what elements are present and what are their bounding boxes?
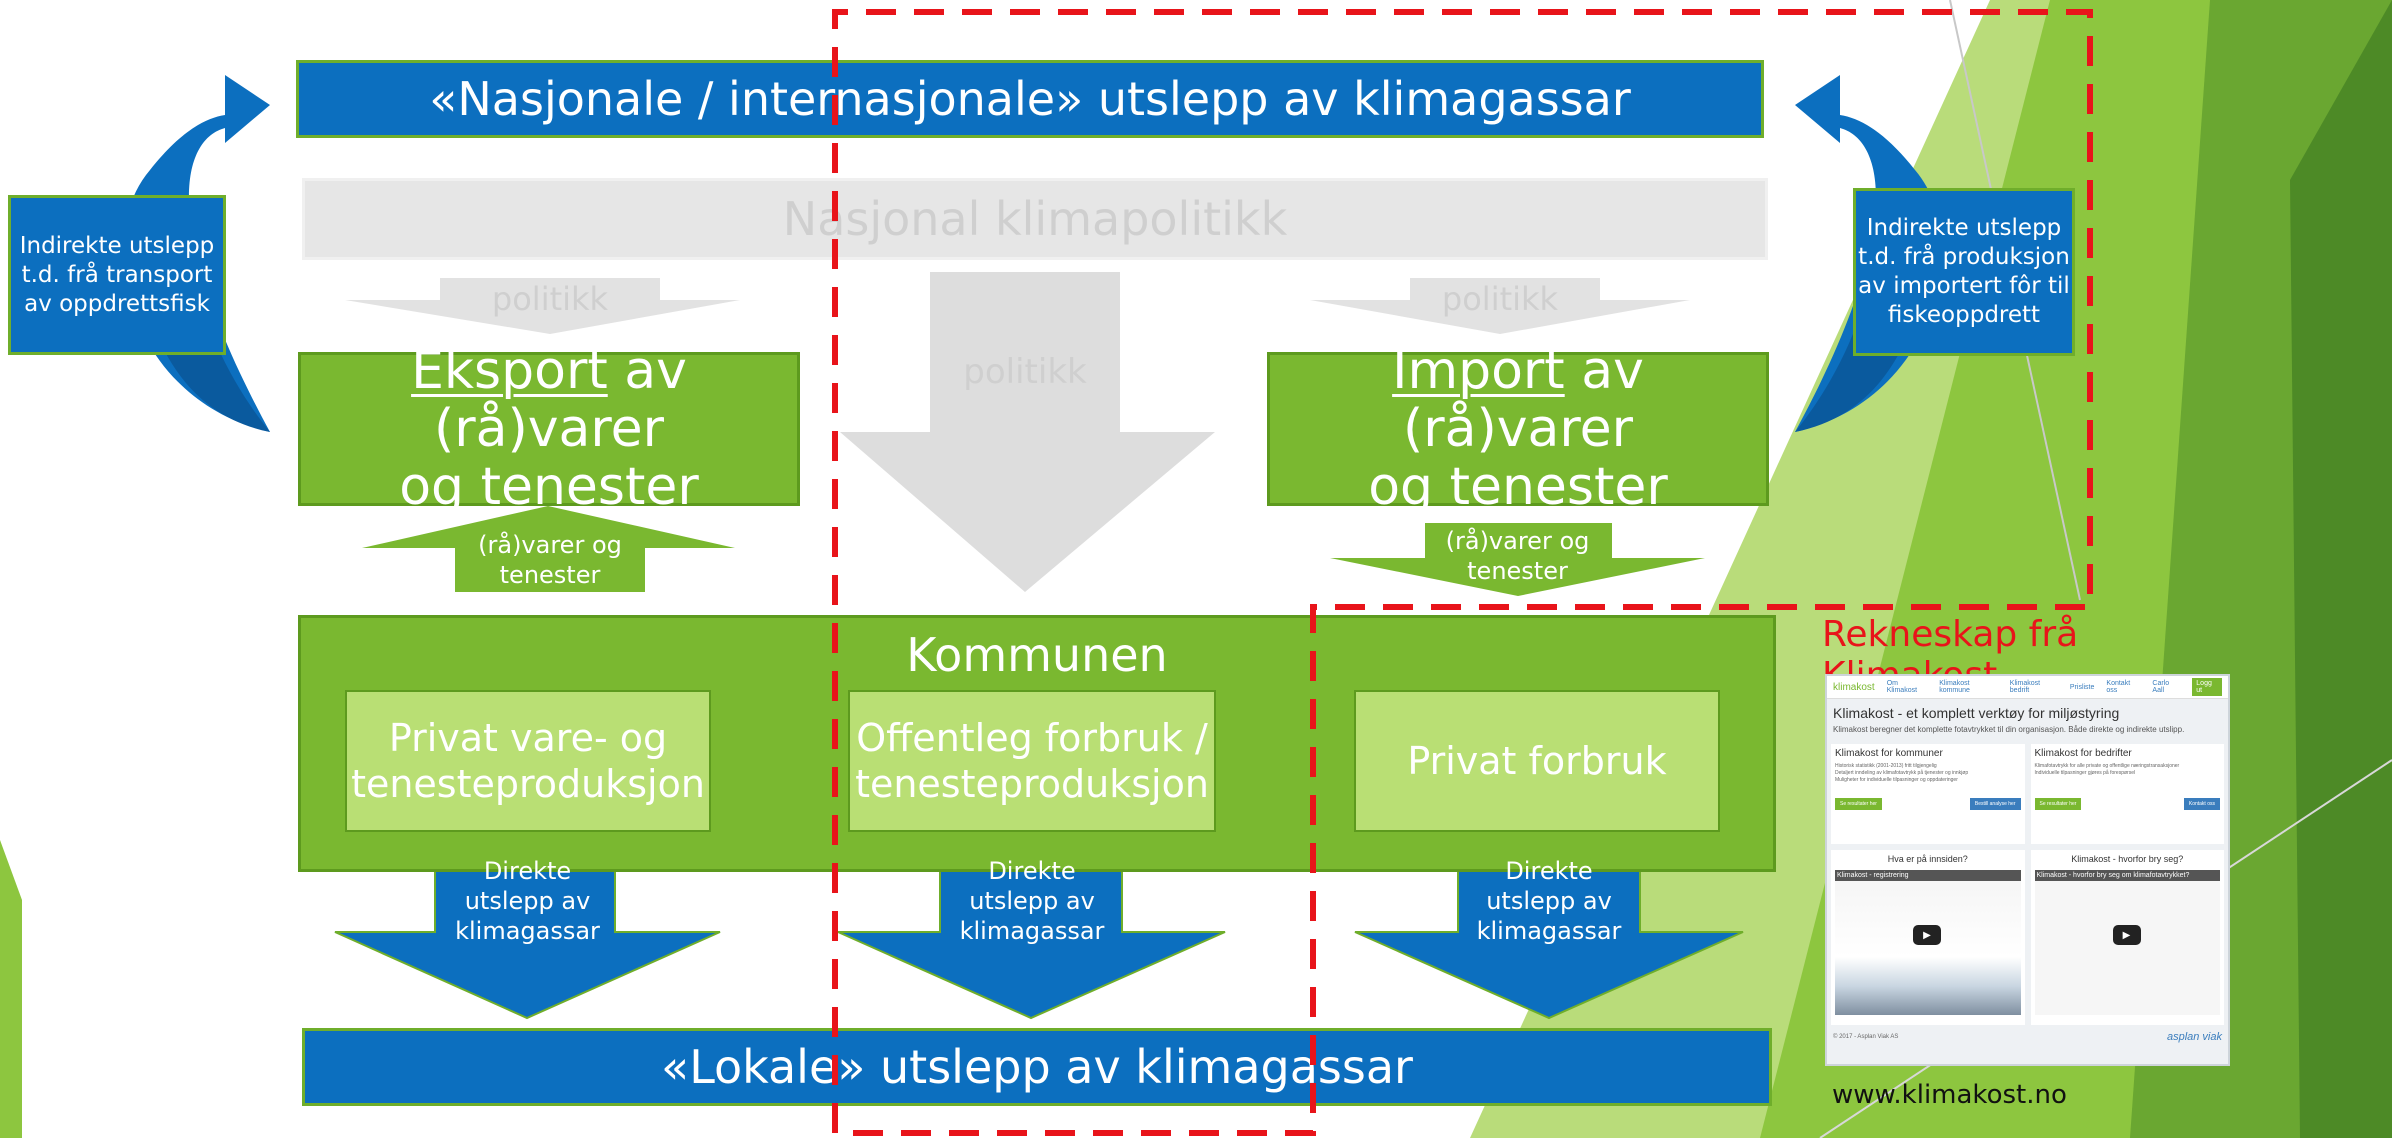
nav-item[interactable]: Klimakost bedrift [2009,680,2041,694]
direct-arrow-1-label: Direkte utslepp av klimagassar [455,857,600,945]
indirect-emissions-feed-box: Indirekte utslepp t.d. frå produksjon av… [1853,188,2075,356]
panel-municipalities-title: Klimakost for kommuner [1835,748,1943,759]
import-line2: og tenester [1368,457,1668,517]
video-title: Klimakost - registrering [1835,870,2021,881]
national-climate-policy-bar: Nasjonal klimapolitikk [302,178,1768,260]
indirect-emissions-transport-label: Indirekte utslepp t.d. frå transport av … [19,232,215,317]
panel-bullet: Muligheter for individuelle tilpasninger… [1835,777,1958,783]
play-icon[interactable]: ▶ [2112,925,2141,945]
direct-arrow-3-label: Direkte utslepp av klimagassar [1476,857,1622,945]
national-emissions-label: «Nasjonale / internasjonale» utslepp av … [429,72,1631,126]
video-title: Klimakost - hvorfor bry seg om klimafota… [2034,870,2220,881]
klimakost-headline: Klimakost - et komplett verktøy for milj… [1833,705,2120,721]
video-panel-why: Klimakost - hvorfor bry seg? Klimakost -… [2030,850,2224,1025]
klimakost-intro: Klimakost beregner det komplette fotavtr… [1833,725,2185,734]
contact-button[interactable]: Kontakt oss [2183,798,2220,810]
policy-arrow-right-label: politikk [1441,280,1559,318]
public-consumption-box: Offentleg forbruk / tenesteproduksjon [848,690,1216,832]
nav-item[interactable]: Prisliste [2069,683,2095,691]
private-consumption-box: Privat forbruk [1354,690,1720,832]
policy-arrow-left [345,278,740,334]
policy-arrow-center-label: politikk [963,352,1087,392]
asplan-viak-logo: asplan viak [2166,1031,2222,1043]
panel-bullet: Klimafotavtrykk for alle private og offe… [2034,763,2180,769]
policy-arrow-left-label: politikk [491,280,609,318]
panel-businesses: Klimakost for bedrifter Klimafotavtrykk … [2030,744,2224,844]
goods-arrow-left-label: (rå)varer og tenester [478,531,622,589]
goods-arrow-right-label: (rå)varer og tenester [1445,527,1590,585]
panel-municipalities: Klimakost for kommuner Historisk statist… [1831,744,2025,844]
private-consumption-label: Privat forbruk [1407,739,1667,783]
see-results-button[interactable]: Se resultater her [1835,798,1882,810]
user-name: Carlo Aall [2152,680,2170,694]
video-panel-why-title: Klimakost - hvorfor bry seg? [2071,854,2184,864]
goods-arrow-right [1330,523,1705,596]
footer-copyright: © 2017 - Asplan Viak AS [1833,1034,1899,1040]
private-production-label: Privat vare- og tenesteproduksjon [351,716,705,806]
public-consumption-label: Offentleg forbruk / tenesteproduksjon [855,716,1209,806]
see-results-button[interactable]: Se resultater her [2034,798,2082,810]
local-emissions-bar: «Lokale» utslepp av klimagassar [302,1028,1772,1106]
indirect-emissions-transport-box: Indirekte utslepp t.d. frå transport av … [8,195,226,355]
import-line1: av (rå)varer [1402,341,1644,459]
indirect-emissions-feed-label: Indirekte utslepp t.d. frå produksjon av… [1858,215,2070,328]
export-line1: av (rå)varer [433,341,687,459]
video-player[interactable]: Klimakost - registrering ▶ [1835,870,2021,1015]
order-analysis-button[interactable]: Bestill analyse her [1969,798,2021,810]
private-production-box: Privat vare- og tenesteproduksjon [345,690,711,832]
panel-bullet: Historisk statistikk (2001-2013) fritt t… [1835,763,1937,769]
panel-businesses-title: Klimakost for bedrifter [2034,748,2132,759]
video-player[interactable]: Klimakost - hvorfor bry seg om klimafota… [2034,870,2220,1015]
panel-bullet: Detaljert inndeling av klimafotavtrykk p… [1835,770,1969,776]
video-panel-inside-title: Hva er på innsiden? [1887,854,1968,864]
logout-button[interactable]: Logg ut [2192,678,2222,696]
import-underlined: Import [1392,341,1565,401]
nav-item[interactable]: Kontakt oss [2106,680,2131,694]
policy-arrow-right [1310,278,1690,334]
municipality-title: Kommunen [906,628,1168,682]
policy-arrow-center [840,272,1215,592]
panel-bullet: Individuelle tilpasninger gjøres på fore… [2034,770,2136,776]
klimakost-logo: klimakost [1833,681,1875,693]
export-box: Eksport av (rå)varer og tenester [298,342,800,516]
play-icon[interactable]: ▶ [1913,925,1941,945]
klimakost-screenshot: klimakost Om Klimakost Klimakost kommune… [1825,674,2230,1066]
import-box: Import av (rå)varer og tenester [1267,342,1769,516]
klimakost-navbar: klimakost Om Klimakost Klimakost kommune… [1827,676,2228,699]
direct-arrow-2-label: Direkte utslepp av klimagassar [959,857,1105,945]
national-emissions-bar: «Nasjonale / internasjonale» utslepp av … [296,60,1764,138]
national-climate-policy-label: Nasjonal klimapolitikk [782,192,1288,246]
local-emissions-label: «Lokale» utslepp av klimagassar [661,1040,1413,1094]
nav-item[interactable]: Om Klimakost [1886,680,1918,694]
export-line2: og tenester [399,457,699,517]
video-panel-inside: Hva er på innsiden? Klimakost - registre… [1831,850,2025,1025]
export-underlined: Eksport [411,341,608,401]
nav-item[interactable]: Klimakost kommune [1939,680,1970,694]
klimakost-url[interactable]: www.klimakost.no [1832,1080,2067,1110]
goods-arrow-left [362,506,735,592]
